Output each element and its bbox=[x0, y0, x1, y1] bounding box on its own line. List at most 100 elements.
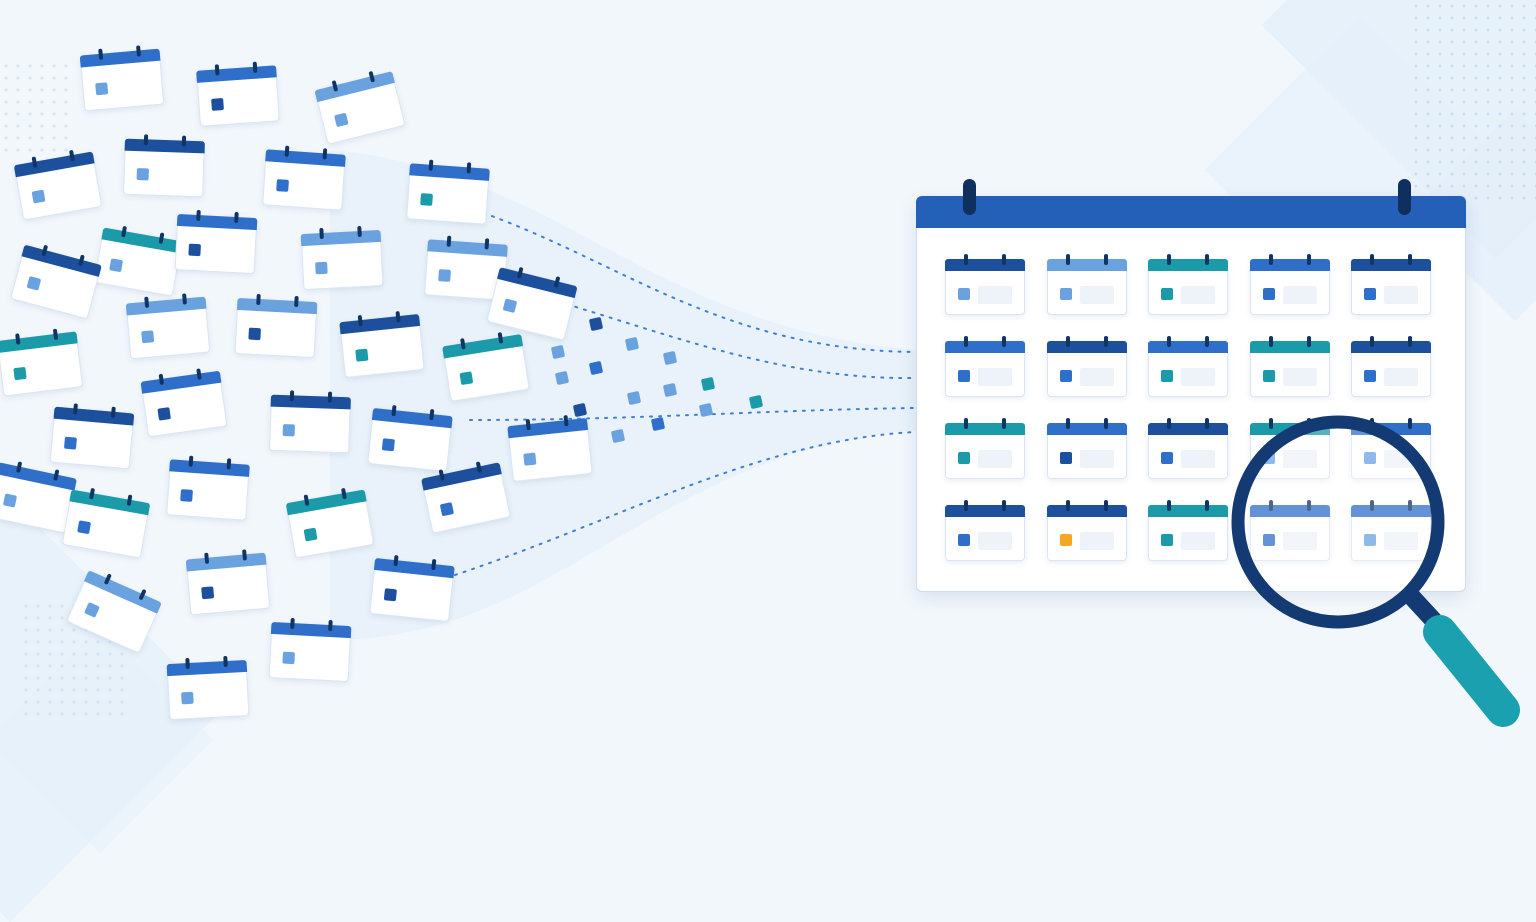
mini-calendar-icon bbox=[268, 617, 352, 683]
calendar-ring bbox=[1408, 254, 1412, 265]
calendar-ring bbox=[182, 293, 188, 305]
event-placeholder bbox=[1282, 368, 1317, 386]
mini-calendar-icon bbox=[945, 336, 1025, 397]
calendar-ring bbox=[181, 135, 187, 147]
calendar-ring bbox=[1002, 418, 1006, 429]
calendar-ring bbox=[1205, 418, 1209, 429]
event-marker bbox=[136, 168, 149, 181]
big-calendar-ring bbox=[963, 179, 976, 215]
mini-calendar-icon bbox=[49, 403, 135, 470]
calendar-header bbox=[1249, 341, 1330, 353]
calendar-ring bbox=[484, 238, 490, 250]
event-placeholder bbox=[978, 450, 1012, 468]
event-marker bbox=[420, 193, 433, 206]
calendar-ring bbox=[185, 657, 190, 670]
event-marker bbox=[303, 527, 318, 542]
calendar-ring bbox=[1167, 418, 1171, 429]
calendar-ring bbox=[1306, 336, 1311, 347]
event-marker bbox=[1059, 370, 1072, 382]
calendar-ring bbox=[256, 293, 261, 306]
event-marker bbox=[157, 407, 171, 421]
mini-calendar-icon bbox=[1351, 254, 1431, 315]
flow-square bbox=[651, 417, 665, 431]
event-placeholder bbox=[1282, 450, 1317, 468]
event-marker bbox=[95, 82, 109, 96]
event-marker bbox=[84, 601, 100, 618]
event-placeholder bbox=[1384, 532, 1418, 550]
event-marker bbox=[13, 366, 27, 381]
mini-calendar-icon bbox=[140, 368, 228, 438]
event-placeholder bbox=[978, 286, 1012, 304]
calendar-ring bbox=[1205, 254, 1209, 265]
magnifier-handle bbox=[1423, 615, 1520, 727]
event-marker bbox=[1364, 452, 1376, 464]
mini-calendar-icon bbox=[1046, 254, 1127, 315]
mini-calendar-icon bbox=[367, 404, 453, 473]
calendar-ring bbox=[1370, 500, 1374, 511]
mini-calendar-icon bbox=[269, 390, 351, 454]
mini-calendar-icon bbox=[185, 549, 271, 616]
calendar-header bbox=[1148, 259, 1228, 271]
big-calendar-header bbox=[916, 196, 1466, 228]
event-marker bbox=[1161, 534, 1173, 546]
calendar-header bbox=[1351, 341, 1431, 353]
mini-calendar-icon bbox=[1148, 254, 1228, 315]
event-marker bbox=[1364, 370, 1376, 382]
mini-calendar-icon bbox=[0, 328, 84, 397]
flow-square bbox=[611, 429, 625, 443]
mini-calendar-icon bbox=[1351, 500, 1431, 561]
mini-calendar-icon bbox=[1249, 254, 1330, 315]
mini-calendar-icon bbox=[406, 159, 490, 225]
calendar-ring bbox=[1002, 336, 1006, 347]
calendar-ring bbox=[204, 552, 210, 564]
calendar-ring bbox=[1065, 254, 1070, 265]
event-marker bbox=[958, 452, 970, 464]
calendar-ring bbox=[964, 418, 968, 429]
calendar-ring bbox=[188, 455, 194, 467]
calendar-ring bbox=[357, 225, 362, 238]
event-marker bbox=[315, 261, 328, 275]
calendar-header bbox=[1046, 259, 1127, 271]
event-marker bbox=[334, 112, 349, 128]
calendar-ring bbox=[1370, 254, 1374, 265]
mini-calendar-icon bbox=[1351, 336, 1431, 397]
event-placeholder bbox=[1181, 368, 1215, 386]
calendar-ring bbox=[1408, 418, 1412, 429]
flow-square bbox=[663, 351, 677, 365]
event-marker bbox=[439, 502, 455, 517]
event-marker bbox=[77, 520, 92, 535]
mini-calendar-icon bbox=[945, 500, 1025, 561]
event-marker bbox=[383, 588, 397, 602]
event-marker bbox=[31, 189, 46, 204]
calendar-ring bbox=[1408, 500, 1412, 511]
mini-calendar-icon bbox=[262, 145, 346, 211]
event-marker bbox=[1262, 370, 1275, 382]
calendar-header bbox=[1046, 423, 1127, 435]
event-marker bbox=[459, 371, 474, 386]
event-placeholder bbox=[1181, 286, 1215, 304]
event-marker bbox=[181, 691, 194, 705]
calendar-ring bbox=[144, 296, 150, 308]
event-marker bbox=[958, 288, 970, 300]
calendar-ring bbox=[1167, 500, 1171, 511]
calendar-ring bbox=[322, 148, 328, 160]
calendar-header bbox=[1351, 259, 1431, 271]
event-marker bbox=[958, 534, 970, 546]
calendar-header bbox=[945, 259, 1025, 271]
calendar-ring bbox=[294, 295, 299, 308]
mini-calendar-icon bbox=[234, 293, 318, 359]
flow-square bbox=[663, 383, 677, 397]
calendar-ring bbox=[226, 458, 232, 470]
mini-calendar-icon bbox=[166, 655, 250, 721]
calendar-header bbox=[1148, 505, 1228, 517]
background-dot-pattern bbox=[1410, 0, 1536, 200]
calendar-ring bbox=[1306, 254, 1311, 265]
calendar-header bbox=[270, 394, 351, 410]
flow-square bbox=[627, 391, 641, 405]
mini-calendar-icon bbox=[123, 134, 205, 198]
calendar-ring bbox=[1408, 336, 1412, 347]
calendar-header bbox=[1046, 341, 1127, 353]
event-marker bbox=[1364, 534, 1376, 546]
mini-calendar-icon bbox=[1148, 418, 1228, 479]
mini-calendar-icon bbox=[300, 225, 384, 291]
